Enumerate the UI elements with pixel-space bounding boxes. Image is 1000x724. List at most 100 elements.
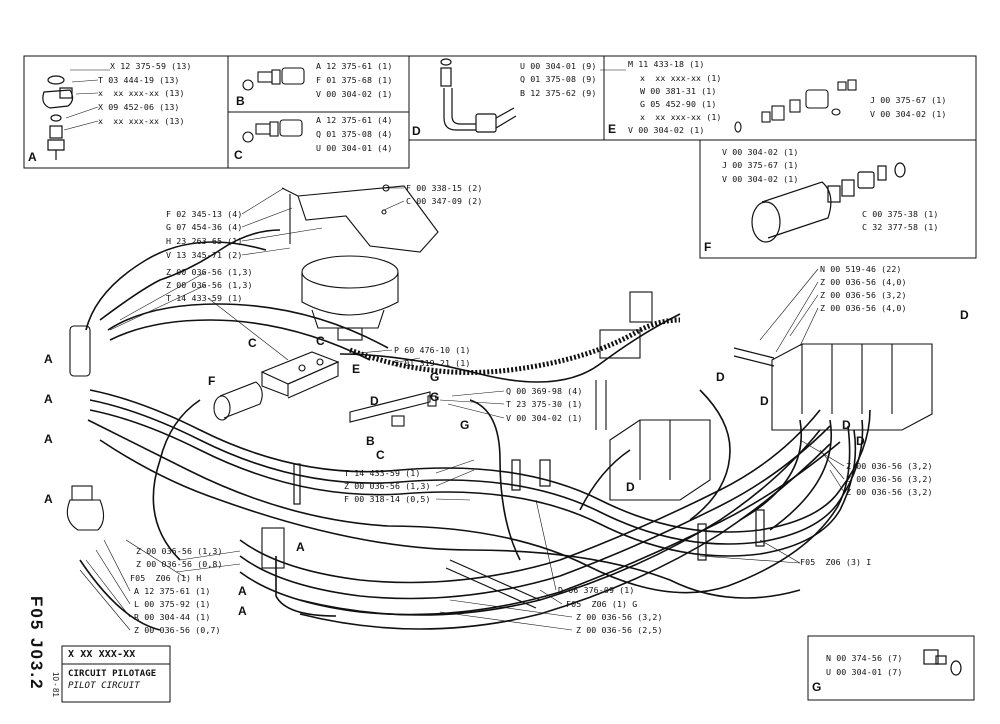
part-label: R 00 304-44 (1) <box>134 612 211 622</box>
bracket-plate <box>281 184 439 253</box>
detail-b-part: V 00 304-02 (1) <box>316 89 393 99</box>
callout-letter: C <box>376 448 385 462</box>
part-label: Z 00 036-56 (4,0) <box>820 303 907 313</box>
part-label: Z 00 036-56 (3,2) <box>820 290 907 300</box>
part-label: Z 00 036-56 (1,3) <box>344 481 431 491</box>
detail-e-part: V 00 304-02 (1) <box>628 125 705 135</box>
detail-f-part: V 00 304-02 (1) <box>722 147 799 157</box>
braided-hose <box>349 317 681 375</box>
callout-letter: D <box>716 370 725 384</box>
detail-e-letter: E <box>608 122 617 136</box>
part-label: Z 00 036-56 (3,2) <box>576 612 663 622</box>
part-label: Q 00 369-98 (4) <box>506 386 583 396</box>
detail-a-part: x xx xxx-xx (13) <box>98 88 185 98</box>
callout-letter: A <box>238 604 247 618</box>
pipe-clamps <box>293 347 775 609</box>
detail-a-fitting-icon <box>42 75 74 160</box>
detail-d-letter: D <box>412 124 421 138</box>
pilot-block <box>260 351 340 399</box>
callout-letter: C <box>316 334 325 348</box>
callout-letter: G <box>460 418 470 432</box>
leader-lines <box>79 69 845 631</box>
zone-ref-h: F05 Z06 (1) H <box>130 573 202 583</box>
detail-a-part: T 03 444-19 (13) <box>98 75 180 85</box>
callout-letter: A <box>44 432 53 446</box>
callout-letter: D <box>842 418 851 432</box>
part-label: Z 00 036-56 (0,8) <box>136 559 223 569</box>
detail-f-letter: F <box>704 240 712 254</box>
part-label: S 01 319-21 (1) <box>394 358 471 368</box>
detail-f-part: J 00 375-67 (1) <box>722 160 799 170</box>
callout-letter: B <box>366 434 375 448</box>
part-label: F 00 338-15 (2) <box>406 183 483 193</box>
detail-d-hose-icon <box>440 58 517 133</box>
part-label: Z 00 036-56 (1,3) <box>136 546 223 556</box>
detail-g-fitting-icon <box>923 649 962 676</box>
part-label: Z 00 036-56 (4,0) <box>820 277 907 287</box>
callout-letter: A <box>44 352 53 366</box>
detail-a-part: X 09 452-06 (13) <box>98 102 180 112</box>
detail-bc-fittings-icon <box>242 67 305 143</box>
revision-code: 10 - 81 <box>51 672 60 697</box>
callout-letter: E <box>352 362 361 376</box>
detail-e-fittings-icon <box>734 79 857 133</box>
tee-block-c <box>349 391 437 427</box>
detail-g-letter: G <box>812 680 822 694</box>
zone-ref-g: F05 Z06 (1) G <box>566 599 638 609</box>
detail-c-part: U 00 304-01 (4) <box>316 143 393 153</box>
part-label: A 12 375-61 (1) <box>134 586 211 596</box>
callout-letter: A <box>44 392 53 406</box>
part-label: F 00 318-14 (0,5) <box>344 494 431 504</box>
callout-letter: C <box>248 336 257 350</box>
detail-d-part: U 00 304-01 (9) <box>520 61 597 71</box>
detail-e-part: x xx xxx-xx (1) <box>640 73 722 83</box>
callout-letter: D <box>370 394 379 408</box>
detail-b-letter: B <box>236 94 245 108</box>
detail-d-part: Q 01 375-08 (9) <box>520 74 597 84</box>
callout-letter: D <box>626 480 635 494</box>
detail-e-part: M 11 433-18 (1) <box>628 59 705 69</box>
detail-b-part: F 01 375-68 (1) <box>316 75 393 85</box>
part-label: L 00 375-92 (1) <box>134 599 211 609</box>
detail-f-part: C 00 375-38 (1) <box>862 209 939 219</box>
part-label: Z 00 036-56 (1,3) <box>166 280 253 290</box>
detail-a-part: X 12 375-59 (13) <box>110 61 192 71</box>
part-label: N 00 519-46 (22) <box>820 264 902 274</box>
zone-ref-i: F05 Z06 (3) I <box>800 557 872 567</box>
pipe-bundle <box>79 229 871 631</box>
callout-letter: D <box>960 308 969 322</box>
accumulator-tank <box>301 255 399 341</box>
detail-e-part: W 00 381-31 (1) <box>640 86 717 96</box>
part-label: T 23 375-30 (1) <box>506 399 583 409</box>
detail-e-part: J 00 375-67 (1) <box>870 95 947 105</box>
cylinder-f <box>213 381 263 421</box>
page-code: F05 J03.2 <box>27 596 46 691</box>
left-fittings <box>66 291 653 569</box>
part-label: Z 00 036-56 (3,2) <box>846 487 933 497</box>
part-label: H 23 263-65 (1) <box>166 236 243 246</box>
title-block-ref: X XX XXX-XX <box>68 649 136 660</box>
callout-letter: D <box>856 434 865 448</box>
part-label: T 14 433-59 (1) <box>166 293 243 303</box>
detail-c-letter: C <box>234 148 243 162</box>
part-label: C 00 347-09 (2) <box>406 196 483 206</box>
detail-c-part: Q 01 375-08 (4) <box>316 129 393 139</box>
detail-a-part: x xx xxx-xx (13) <box>98 116 185 126</box>
detail-g-part: N 00 374-56 (7) <box>826 653 903 663</box>
callout-letter: D <box>760 394 769 408</box>
detail-e-part: x xx xxx-xx (1) <box>640 112 722 122</box>
title-fr: CIRCUIT PILOTAGE <box>68 669 157 679</box>
part-label: Z 00 036-56 (2,5) <box>576 625 663 635</box>
detail-e-part: G 05 452-90 (1) <box>640 99 717 109</box>
detail-g-part: U 00 304-01 (7) <box>826 667 903 677</box>
part-label: Z 00 036-56 (3,2) <box>846 461 933 471</box>
detail-d-part: B 12 375-62 (9) <box>520 88 597 98</box>
detail-c-part: A 12 375-61 (4) <box>316 115 393 125</box>
callout-letter: G <box>430 390 440 404</box>
callout-letter: G <box>430 370 440 384</box>
detail-b-part: A 12 375-61 (1) <box>316 61 393 71</box>
part-label: V 00 304-02 (1) <box>506 413 583 423</box>
detail-f-part: C 32 377-58 (1) <box>862 222 939 232</box>
